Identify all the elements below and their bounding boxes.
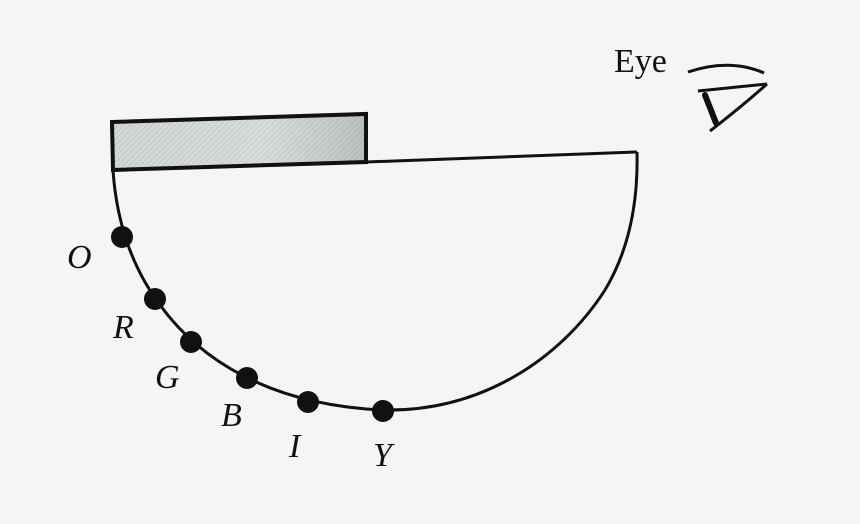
eye: Eye (614, 43, 768, 133)
bead-O (111, 226, 133, 248)
label-B: B (221, 397, 242, 434)
label-I: I (288, 428, 302, 465)
eye-icon-lid (697, 82, 768, 93)
eye-icon-pupil (702, 92, 719, 126)
label-R: R (112, 309, 134, 346)
eye-icon-lens (709, 82, 768, 133)
beads (111, 226, 394, 422)
hemisphere-vessel (111, 150, 639, 412)
bead-I (297, 391, 319, 413)
bead-B (236, 367, 258, 389)
label-G: G (155, 359, 180, 396)
label-O: O (67, 239, 92, 276)
eye-label: Eye (614, 43, 667, 80)
hemisphere-flat-edge (365, 150, 638, 164)
bead-G (180, 331, 202, 353)
bead-labels: O R G B I Y (67, 239, 395, 474)
bead-R (144, 288, 166, 310)
hemisphere-arc (111, 151, 639, 412)
eye-icon-brow (687, 63, 765, 75)
label-Y: Y (373, 437, 395, 474)
glass-slab (109, 111, 368, 173)
bead-Y (372, 400, 394, 422)
